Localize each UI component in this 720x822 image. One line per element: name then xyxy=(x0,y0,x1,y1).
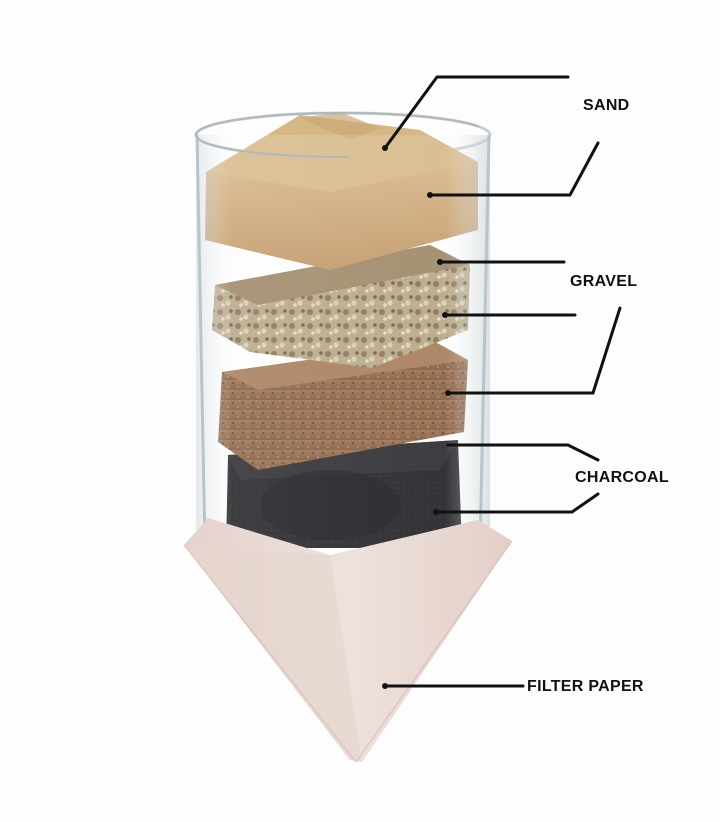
glass-left-edge xyxy=(195,134,207,549)
charcoal-leader-top xyxy=(446,443,600,462)
sand-label: SAND xyxy=(583,97,630,114)
glass-right-edge xyxy=(478,134,491,549)
filter-paper-label: FILTER PAPER xyxy=(527,678,644,695)
charcoal-leader-bottom xyxy=(434,492,600,514)
leader-dots xyxy=(382,145,451,689)
sand-leader-bottom xyxy=(428,141,600,197)
gravel-leader-long xyxy=(446,306,622,395)
leader-lines xyxy=(383,75,622,688)
glass-beaker xyxy=(196,135,490,550)
glass-rim-front xyxy=(195,112,491,158)
charcoal-label: CHARCOAL xyxy=(575,469,669,486)
sand-leader-top xyxy=(383,75,570,150)
filter-paper-cone xyxy=(183,518,513,763)
gravel-label: GRAVEL xyxy=(570,273,638,290)
